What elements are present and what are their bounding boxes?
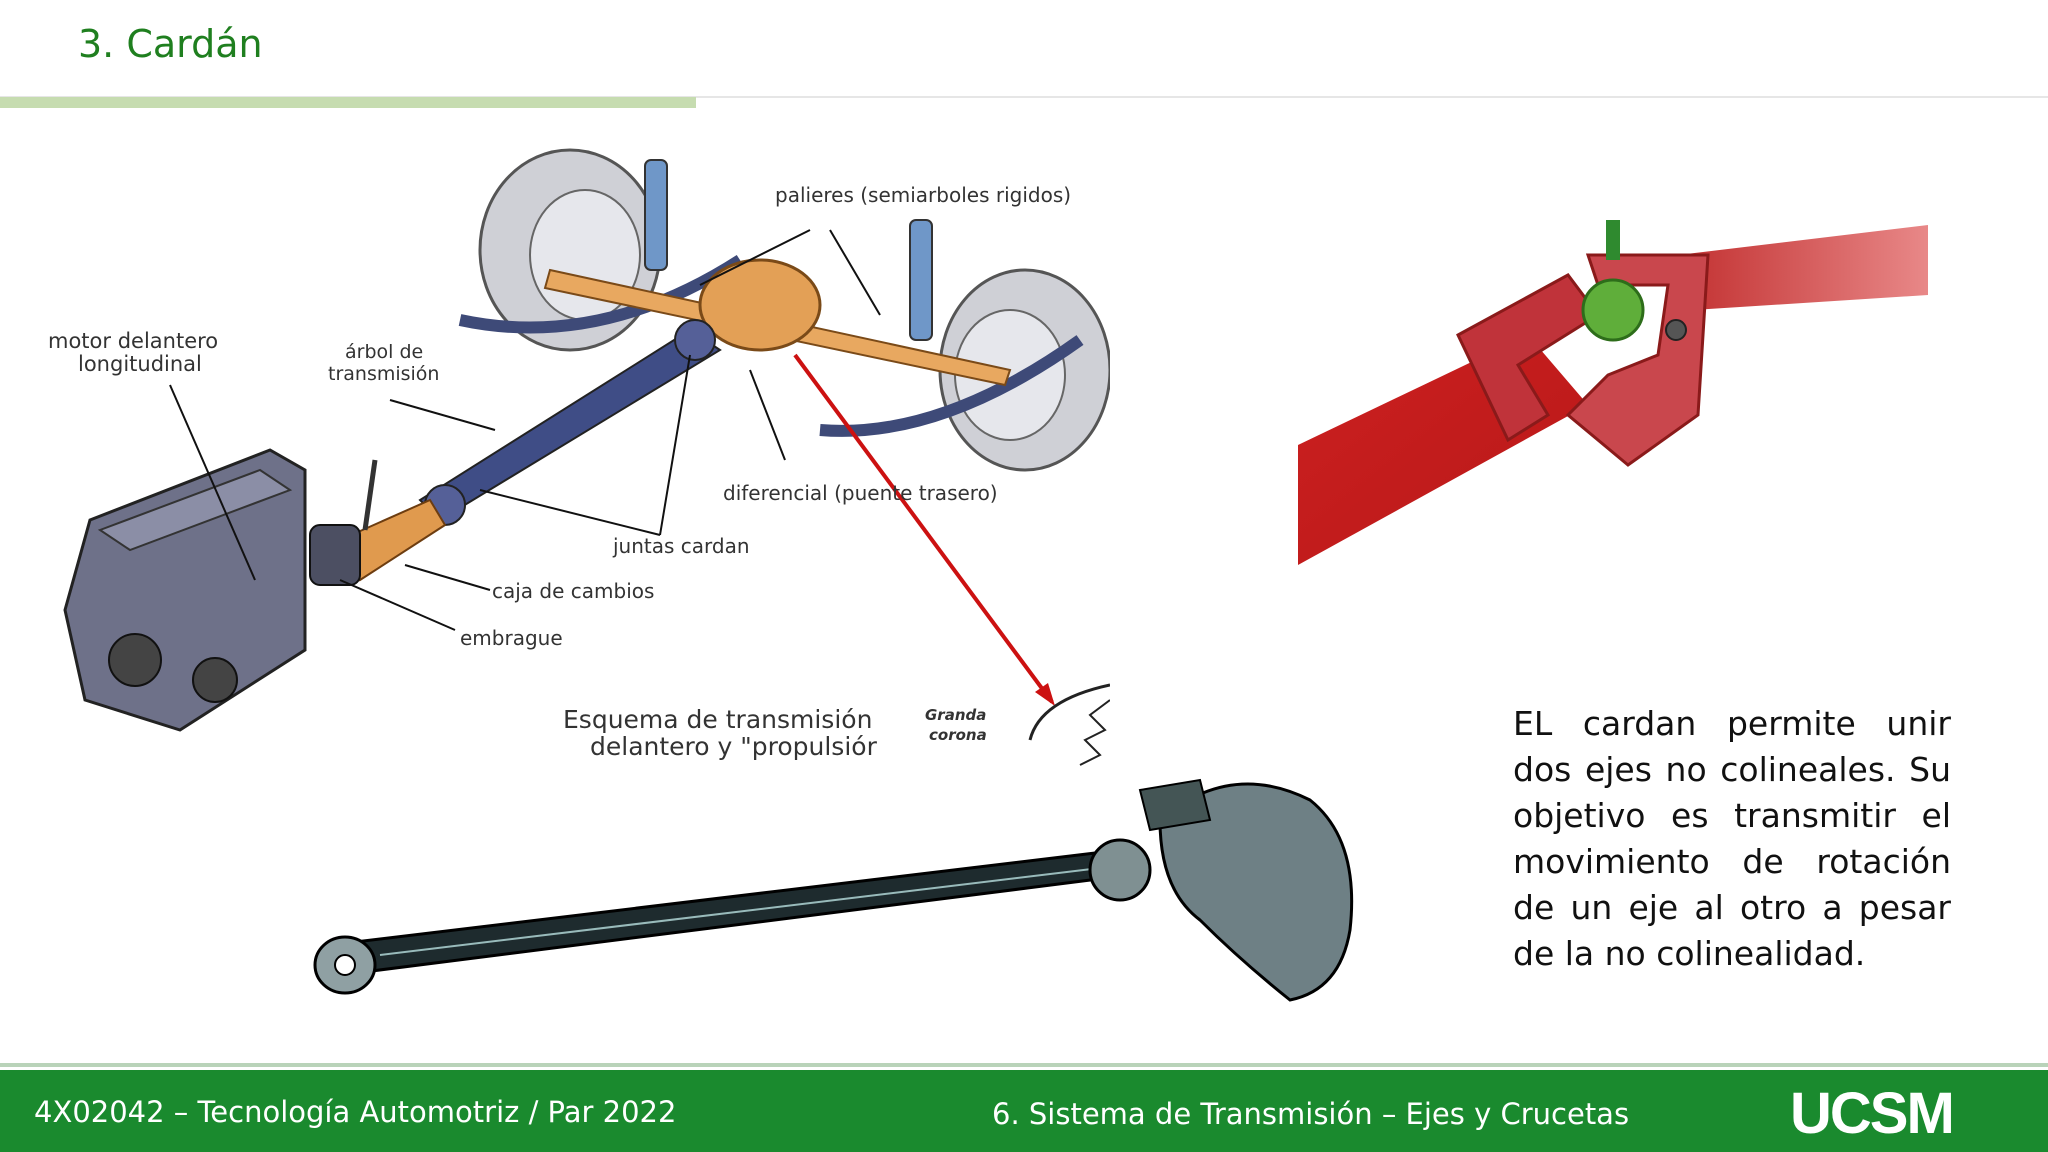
shaft-end-hole <box>334 954 356 976</box>
label-diferencial: diferencial (puente trasero) <box>723 481 998 505</box>
shock-absorber-right <box>909 219 933 341</box>
label-arbol-line2: transmisión <box>328 363 439 385</box>
crown-gear <box>1028 683 1110 766</box>
slide-title: 3. Cardán <box>78 22 263 66</box>
header-accent-bar <box>0 97 696 108</box>
footer-bar <box>0 1070 2048 1152</box>
shaft-highlight <box>379 867 1101 956</box>
label-embrague: embrague <box>460 626 563 650</box>
label-esquema-line2: delantero y "propulsiór <box>590 732 878 761</box>
leader-lines <box>169 229 881 631</box>
yoke-right <box>1565 253 1710 467</box>
ucsm-logo: UCSM <box>1790 1081 1955 1146</box>
differential-housing <box>698 258 822 352</box>
output-shaft <box>1678 225 1928 310</box>
label-arbol-line1: árbol de <box>345 341 423 363</box>
driveshaft <box>418 328 722 522</box>
red-arrow <box>793 353 1054 704</box>
label-esquema-line1: Esquema de transmisión <box>563 705 872 734</box>
label-corona: corona <box>929 726 987 744</box>
axle-housing <box>1138 778 1212 832</box>
cardan-joint-rear <box>674 319 716 361</box>
cross-center <box>1581 278 1645 342</box>
label-motor-line1: motor delantero <box>48 329 218 353</box>
shock-absorber-left <box>644 159 668 271</box>
drivetrain-diagram: palieres (semiarboles rigidos) motor del… <box>48 148 1110 766</box>
footer-topic-label: 6. Sistema de Transmisión – Ejes y Cruce… <box>992 1097 1630 1131</box>
gear-lever <box>362 459 378 531</box>
label-motor-line2: longitudinal <box>78 352 202 376</box>
driveshaft-illustration <box>313 778 1354 1002</box>
red-arrow-head <box>1035 683 1055 706</box>
cross-pin <box>1606 220 1620 260</box>
label-juntas-cardan: juntas cardan <box>612 534 750 558</box>
pivot-right <box>1665 319 1687 341</box>
universal-joint-3d-render <box>1298 220 1928 565</box>
engine-block <box>63 448 361 732</box>
label-granda: Granda <box>925 706 986 724</box>
footer-course-label: 4X02042 – Tecnología Automotriz / Par 20… <box>34 1095 677 1129</box>
yoke-left <box>1456 273 1601 443</box>
shaft-joint <box>1088 838 1152 902</box>
input-shaft <box>1298 335 1588 565</box>
footer-top-line <box>0 1063 2048 1067</box>
leaf-spring-left <box>458 254 744 334</box>
label-caja-cambios: caja de cambios <box>492 579 654 603</box>
differential-case <box>1158 782 1354 1002</box>
description-paragraph: EL cardan permite unir dos ejes no colin… <box>1513 704 1951 973</box>
header-divider <box>0 96 2048 98</box>
label-palieres: palieres (semiarboles rigidos) <box>775 183 1071 207</box>
